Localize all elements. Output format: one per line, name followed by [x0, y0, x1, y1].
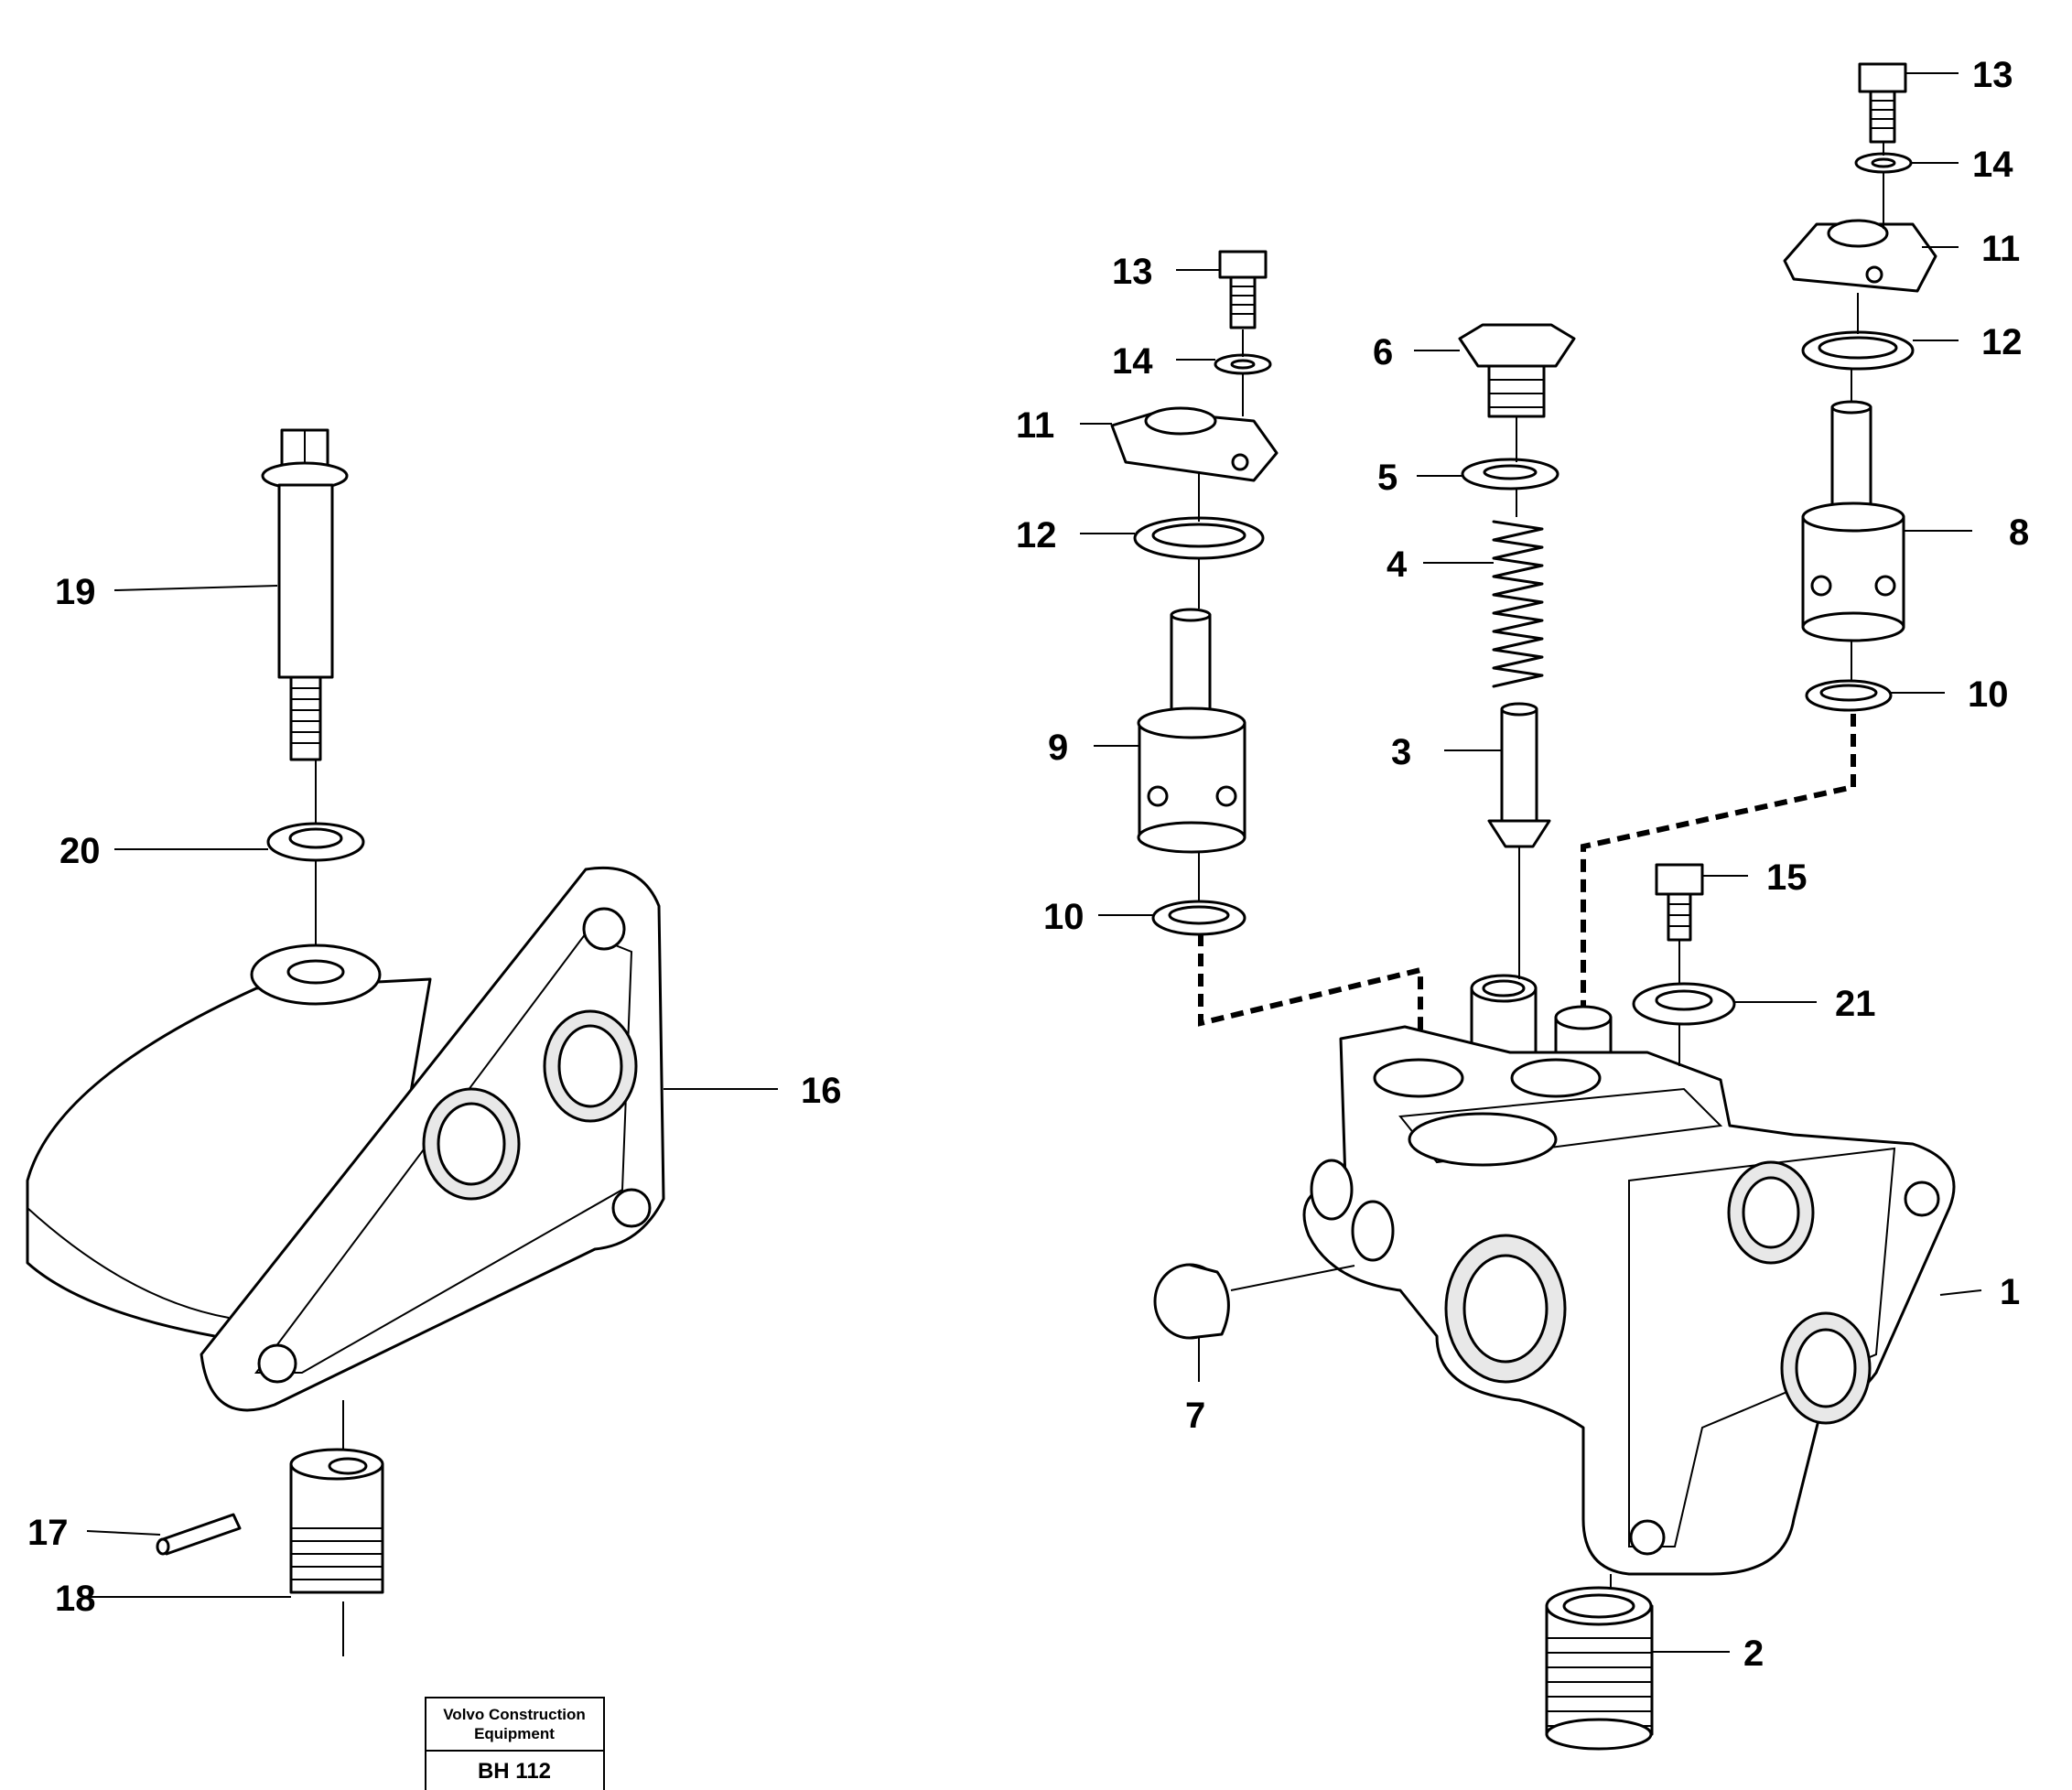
- part-4-spring: [1492, 520, 1544, 688]
- callout-10-left: 10: [1043, 897, 1085, 937]
- part-11-cover-right: [1783, 219, 1937, 293]
- part-1-valve-housing: [1302, 974, 1956, 1576]
- part-6-plug: [1458, 323, 1576, 418]
- callout-17: 17: [27, 1513, 69, 1553]
- part-7-cap: [1153, 1263, 1230, 1340]
- callout-21: 21: [1835, 984, 1876, 1024]
- part-13-bolt-left: [1218, 250, 1268, 329]
- callout-10-right: 10: [1968, 674, 2009, 715]
- callout-6: 6: [1373, 332, 1393, 372]
- callout-12-right: 12: [1981, 322, 2023, 362]
- part-10-seal-right: [1805, 679, 1893, 712]
- callout-16: 16: [801, 1071, 842, 1111]
- part-3-piston: [1487, 702, 1551, 848]
- callout-5: 5: [1377, 458, 1398, 498]
- part-19-bolt: [261, 428, 349, 824]
- title-block-company-line1: Volvo Construction: [443, 1706, 586, 1723]
- callout-12-left: 12: [1016, 515, 1057, 555]
- title-block-code: BH 112: [478, 1759, 551, 1784]
- part-11-cover-left: [1110, 406, 1279, 482]
- part-15-bolt: [1655, 863, 1704, 942]
- assembly-dashed-lines: [1198, 714, 1856, 1080]
- leader-lines: [86, 72, 1982, 1653]
- callout-labels: 19 20 16 17 18 13 14 11 12 9 10 6 5 4 3 …: [27, 55, 2029, 1674]
- callout-18: 18: [55, 1579, 96, 1619]
- callout-7: 7: [1185, 1396, 1205, 1436]
- part-2-threaded-nipple: [1545, 1574, 1654, 1751]
- part-5-washer: [1461, 458, 1559, 491]
- callout-11-left: 11: [1016, 405, 1054, 446]
- callout-11-right: 11: [1981, 229, 2020, 269]
- callout-1: 1: [2000, 1272, 2020, 1312]
- part-21-washer: [1632, 982, 1736, 1026]
- callout-14-right: 14: [1972, 145, 2013, 185]
- part-8-valve: [1801, 400, 1905, 642]
- callout-4: 4: [1387, 545, 1408, 585]
- callout-19: 19: [55, 572, 96, 612]
- callout-13-left: 13: [1112, 252, 1153, 292]
- title-block: Volvo Construction Equipment BH 112: [425, 1697, 605, 1790]
- assembly-guide-lines: [1198, 142, 1884, 1291]
- title-block-company-line2: Equipment: [474, 1725, 555, 1742]
- callout-8: 8: [2009, 512, 2029, 553]
- callout-15: 15: [1766, 857, 1808, 898]
- part-13-bolt-right: [1858, 62, 1907, 144]
- part-12-seal-left: [1133, 516, 1265, 560]
- callout-13-right: 13: [1972, 55, 2013, 95]
- callout-20: 20: [59, 831, 101, 871]
- part-14-washer-right: [1854, 152, 1913, 174]
- callout-3: 3: [1391, 732, 1411, 772]
- callout-2: 2: [1743, 1634, 1764, 1674]
- part-14-washer-left: [1214, 353, 1272, 375]
- part-9-valve: [1137, 608, 1246, 854]
- part-18-threaded-nipple: [289, 1400, 384, 1656]
- part-20-washer: [266, 822, 365, 952]
- callout-9: 9: [1048, 728, 1068, 768]
- part-12-seal-right: [1801, 330, 1915, 371]
- part-10-seal-left: [1151, 900, 1246, 936]
- part-17-pin: [156, 1513, 242, 1556]
- callout-14-left: 14: [1112, 341, 1153, 382]
- part-16-filter-bracket: [26, 866, 665, 1412]
